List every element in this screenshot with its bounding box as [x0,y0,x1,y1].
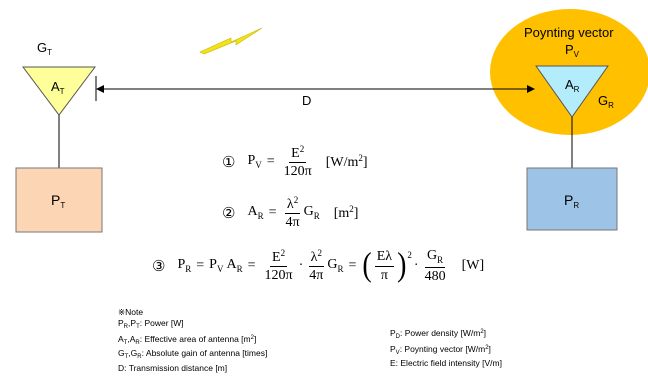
note-item: PV: Poynting vector [W/m2] [390,343,491,356]
receiver-antenna [535,65,609,118]
equation-2: ② AR = λ2 4π GR [m2] [222,195,359,231]
equation-2-number: ② [222,204,236,222]
equation-3-fraction-1: E2 120π [264,247,293,284]
equation-3-fraction-4: GR 480 [424,248,446,284]
poynting-title: Poynting vector [524,25,614,40]
receiver-box [526,167,618,231]
equation-3-unit: [W] [461,258,485,274]
note-left-column: PR,PT: Power [W] AT,AR: Effective area o… [118,318,267,373]
transmitter-gain-label: GT [37,40,53,57]
note-item: E: Electric field intensity [V/m] [390,358,502,368]
note-item: GT,GR: Absolute gain of antenna [times] [118,348,268,360]
equation-2-unit: [m2] [333,204,359,222]
lightning-bolt-icon [199,27,263,55]
receiver-power-label: PR [564,192,580,210]
poynting-symbol: PV [565,42,580,59]
note-item: AT,AR: Effective area of antenna [m2] [118,333,257,346]
transmitter-area-label: AT [51,79,65,96]
note-title: ※Note [118,307,144,317]
equation-3-fraction-2: λ2 4π [308,247,324,284]
equation-1: ① PV = E2 120π [W/m2] [222,144,368,180]
equation-2-fraction: λ2 4π [284,195,301,231]
note-item: D: Transmission distance [m] [118,362,228,373]
equation-3-fraction-3: Eλ π [374,249,395,283]
equation-3-number: ③ [152,257,166,275]
note-right-column: PD: Power density [W/m2] PV: Poynting ve… [390,327,502,369]
receiver-gain-label: GR [598,93,614,110]
equation-1-number: ① [222,153,236,171]
distance-label: D [302,93,312,108]
transmitter-box [15,167,103,233]
note-item: PD: Power density [W/m2] [390,328,487,340]
note-item: PR,PT: Power [W] [118,318,184,330]
receiver-area-label: AR [565,77,580,94]
transmitter-power-label: PT [51,192,66,210]
equation-1-fraction: E2 120π [283,144,312,180]
transmitter-antenna [22,66,96,116]
equation-3: ③ PR = PV AR = E2 120π · λ2 4π GR = ( Eλ… [152,246,485,285]
equation-1-unit: [W/m2] [325,153,368,171]
